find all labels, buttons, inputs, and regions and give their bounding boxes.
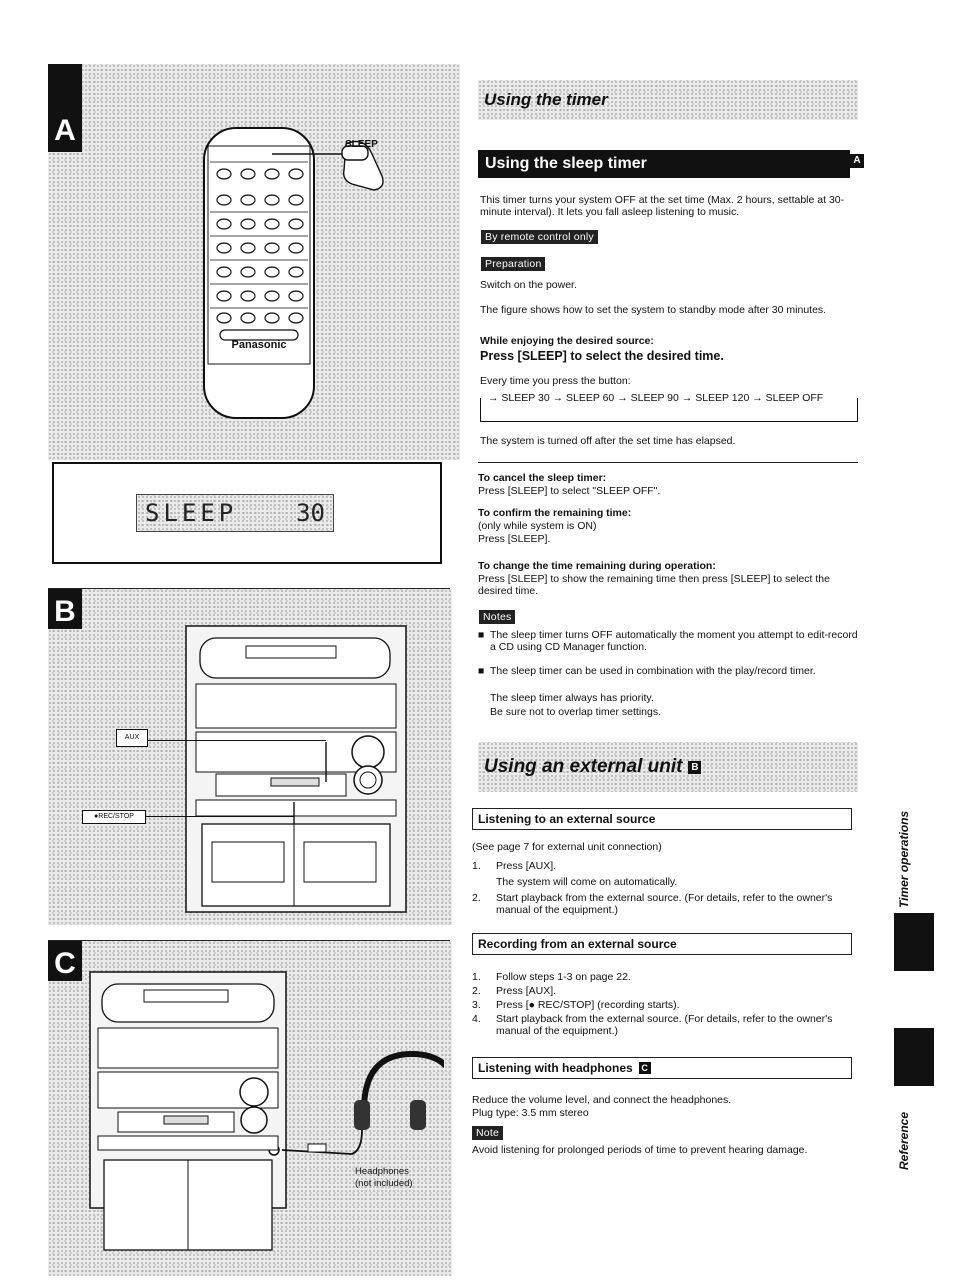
headphones-label-line1: Headphones <box>355 1166 409 1177</box>
remote-sleep-label: SLEEP <box>345 139 378 150</box>
external-banner-tag: B <box>688 760 702 774</box>
display-text: SLEEP <box>145 499 238 527</box>
external-section-banner: Using an external unit B <box>478 742 858 792</box>
side-tab-reference: Reference <box>897 1111 911 1170</box>
recording-external-head: Recording from an external source <box>472 933 852 955</box>
remote-brand: Panasonic <box>231 339 287 351</box>
external-banner-text: Using an external unit <box>484 756 683 777</box>
remote-control-illustration <box>203 127 384 419</box>
every-time-text: Every time you press the button: <box>480 375 631 387</box>
sleep-timer-intro: This timer turns your system OFF at the … <box>480 194 845 218</box>
cancel-body: Press [SLEEP] to select "SLEEP OFF". <box>478 485 661 497</box>
sleep-timer-title: Using the sleep timer <box>478 150 850 178</box>
note-1: ■ The sleep timer turns OFF automaticall… <box>478 629 858 653</box>
listening-step-2-number: 2. <box>472 892 481 904</box>
listening-step-2: 2. Start playback from the external sour… <box>472 892 857 916</box>
headphones-body-2: Plug type: 3.5 mm stereo <box>472 1107 589 1119</box>
display-screen: SLEEP 30 <box>136 494 334 532</box>
headphones-head: Listening with headphones C <box>472 1057 852 1079</box>
note-2: ■ The sleep timer can be used in combina… <box>478 665 858 677</box>
panel-c-letter: C <box>48 941 82 981</box>
recording-step-3: 3. Press [● REC/STOP] (recording starts)… <box>472 999 857 1011</box>
side-tab-timer-block <box>894 913 934 971</box>
listening-step-1-text: Press [AUX]. <box>496 860 557 872</box>
note-2-bullet: ■ <box>478 665 485 677</box>
recording-step-3-number: 3. <box>472 999 481 1011</box>
note-2-text: The sleep timer can be used in combinati… <box>490 665 816 677</box>
note-2b: The sleep timer always has priority. <box>490 692 654 704</box>
notes-label: Notes <box>479 610 516 624</box>
recording-step-3-text: Press [● REC/STOP] (recording starts). <box>496 999 680 1011</box>
note-1-text: The sleep timer turns OFF automatically … <box>490 629 858 653</box>
recording-step-2-number: 2. <box>472 985 481 997</box>
panel-b-letter: B <box>48 589 82 629</box>
side-tab-timer-operations: Timer operations <box>897 810 911 908</box>
headphones-label-line2: (not included) <box>355 1178 413 1189</box>
headphones-note-text: Avoid listening for prolonged periods of… <box>472 1144 808 1156</box>
headphones-label: Headphones (not included) <box>355 1166 413 1190</box>
sleep-cycle-text: → SLEEP 30 → SLEEP 60 → SLEEP 90 → SLEEP… <box>485 392 827 404</box>
switch-on-text: Switch on the power. <box>480 279 577 291</box>
recording-step-4: 4. Start playback from the external sour… <box>472 1013 857 1037</box>
display-panel <box>52 462 442 564</box>
sleep-cycle-box: → SLEEP 30 → SLEEP 60 → SLEEP 90 → SLEEP… <box>480 392 858 422</box>
headphones-head-text: Listening with headphones <box>478 1061 633 1075</box>
recording-step-1: 1. Follow steps 1-3 on page 22. <box>472 971 857 983</box>
sleep-timer-tag: A <box>850 154 864 168</box>
listening-external-head: Listening to an external source <box>472 808 852 830</box>
recstop-pointer-line <box>144 816 294 817</box>
confirm-body-2: Press [SLEEP]. <box>478 533 551 545</box>
aux-button-label: AUX <box>116 729 148 747</box>
note-1-bullet: ■ <box>478 629 485 641</box>
listening-step-1-number: 1. <box>472 860 481 872</box>
recording-step-1-text: Follow steps 1-3 on page 22. <box>496 971 631 983</box>
recstop-button-label: ●REC/STOP <box>82 810 146 824</box>
stereo-system-illustration-b <box>185 625 407 913</box>
while-enjoying-text: While enjoying the desired source: <box>480 335 654 347</box>
note-2c: Be sure not to overlap timer settings. <box>490 706 661 718</box>
remote-only-label: By remote control only <box>481 230 598 244</box>
timer-section-banner: Using the timer <box>478 80 858 120</box>
side-tab-reference-block <box>894 1028 934 1086</box>
stereo-system-illustration-c <box>89 971 444 1251</box>
listening-step-1b: The system will come on automatically. <box>496 876 678 888</box>
panel-a-letter: A <box>48 64 82 152</box>
press-sleep-instruction: Press [SLEEP] to select the desired time… <box>480 349 724 363</box>
recording-step-2: 2. Press [AUX]. <box>472 985 857 997</box>
confirm-head: To confirm the remaining time: <box>478 507 632 519</box>
headphones-body-1: Reduce the volume level, and connect the… <box>472 1094 732 1106</box>
display-number: 30 <box>296 499 325 527</box>
listening-step-2-text: Start playback from the external source.… <box>496 892 833 916</box>
listening-step-1: 1. Press [AUX]. <box>472 860 857 872</box>
aux-pointer-line <box>146 740 326 741</box>
turned-off-text: The system is turned off after the set t… <box>480 435 736 447</box>
panel-b-divider <box>48 588 450 589</box>
panel-c-divider <box>48 940 450 941</box>
change-body: Press [SLEEP] to show the remaining time… <box>478 573 830 597</box>
recording-step-2-text: Press [AUX]. <box>496 985 557 997</box>
confirm-body-1: (only while system is ON) <box>478 520 597 532</box>
recording-step-4-text: Start playback from the external source.… <box>496 1013 833 1037</box>
preparation-label: Preparation <box>481 257 546 271</box>
timer-banner-text: Using the timer <box>484 90 608 109</box>
figure-note-text: The figure shows how to set the system t… <box>480 304 827 316</box>
headphones-head-tag: C <box>638 1062 651 1074</box>
change-head: To change the time remaining during oper… <box>478 560 716 572</box>
cancel-head: To cancel the sleep timer: <box>478 472 607 484</box>
see-page-text: (See page 7 for external unit connection… <box>472 841 662 853</box>
recording-step-4-number: 4. <box>472 1013 481 1025</box>
recording-step-1-number: 1. <box>472 971 481 983</box>
headphones-note-label: Note <box>472 1126 503 1140</box>
timer-divider <box>478 462 858 463</box>
